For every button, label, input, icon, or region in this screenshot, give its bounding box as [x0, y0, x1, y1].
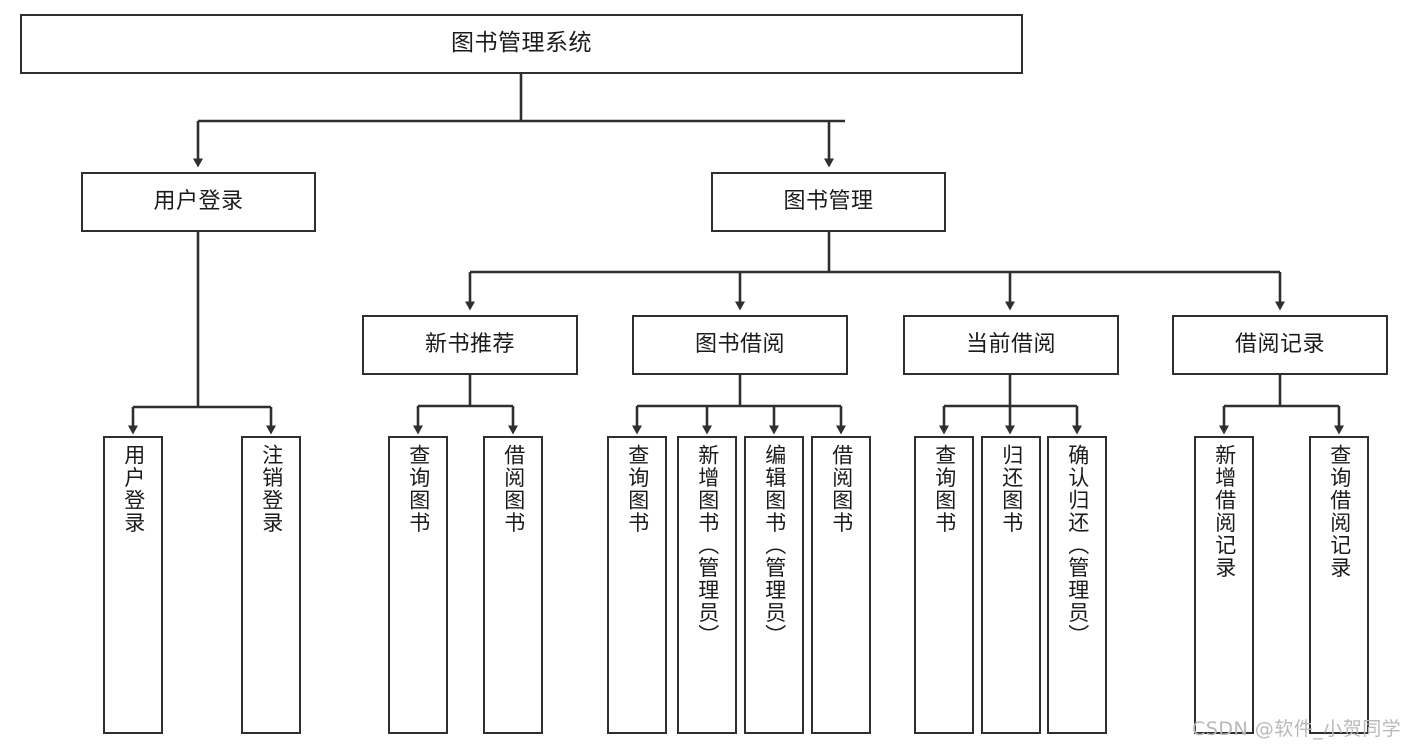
node-book-borrow[interactable]: 图书借阅 [632, 315, 848, 375]
node-label: 归还图书 [999, 444, 1024, 534]
node-book-manage[interactable]: 图书管理 [711, 172, 946, 232]
node-leaf-return-book[interactable]: 归还图书 [981, 436, 1041, 734]
node-label: 注销登录 [259, 444, 284, 534]
edge-userlogin-to-leaves [128, 232, 276, 435]
node-label: 图书借阅 [694, 332, 785, 358]
node-label: 新书推荐 [424, 332, 515, 358]
node-leaf-logout-login[interactable]: 注销登录 [241, 436, 301, 734]
node-leaf-query-book-1[interactable]: 查询图书 [388, 436, 448, 734]
node-label: 图书管理系统 [451, 30, 592, 57]
edge-currentborrow-to-leaves [939, 375, 1082, 435]
node-label: 图书管理 [783, 189, 874, 215]
node-label: 借阅记录 [1234, 332, 1325, 358]
node-borrow-record[interactable]: 借阅记录 [1172, 315, 1388, 375]
node-current-borrow[interactable]: 当前借阅 [903, 315, 1119, 375]
node-leaf-confirm-return[interactable]: 确认归还（管理员） [1047, 436, 1107, 734]
node-label: 借阅图书 [829, 444, 854, 534]
node-root-book-management-system[interactable]: 图书管理系统 [20, 14, 1023, 74]
node-label: 用户登录 [153, 189, 244, 215]
node-label: 查询图书 [406, 444, 431, 534]
node-leaf-borrow-book-2[interactable]: 借阅图书 [811, 436, 871, 734]
node-new-book-recommend[interactable]: 新书推荐 [362, 315, 578, 375]
edge-newbook-to-leaves [413, 375, 518, 435]
node-label: 用户登录 [121, 444, 146, 534]
csdn-watermark: CSDN @软件_小贺同学 [1192, 718, 1402, 740]
node-leaf-query-book-2[interactable]: 查询图书 [607, 436, 667, 734]
node-label: 查询图书 [625, 444, 650, 534]
node-leaf-query-book-3[interactable]: 查询图书 [914, 436, 974, 734]
edge-borrowrecord-to-leaves [1219, 375, 1344, 435]
node-leaf-add-book[interactable]: 新增图书（管理员） [677, 436, 737, 734]
node-label: 当前借阅 [965, 332, 1056, 358]
node-label: 借阅图书 [501, 444, 526, 534]
edge-root-to-level2 [193, 74, 845, 168]
node-leaf-add-record[interactable]: 新增借阅记录 [1194, 436, 1254, 734]
edge-bookborrow-to-leaves [632, 375, 846, 435]
node-label: 确认归还（管理员） [1065, 444, 1090, 647]
node-label: 查询借阅记录 [1327, 444, 1352, 579]
node-label: 查询图书 [932, 444, 957, 534]
node-leaf-edit-book[interactable]: 编辑图书（管理员） [744, 436, 804, 734]
node-label: 新增图书（管理员） [695, 444, 720, 647]
node-label: 新增借阅记录 [1212, 444, 1237, 579]
node-label: 编辑图书（管理员） [762, 444, 787, 647]
node-leaf-borrow-book-1[interactable]: 借阅图书 [483, 436, 543, 734]
edge-bookmanage-to-level3 [465, 232, 1285, 311]
node-leaf-query-record[interactable]: 查询借阅记录 [1309, 436, 1369, 734]
node-user-login[interactable]: 用户登录 [81, 172, 316, 232]
node-leaf-user-login[interactable]: 用户登录 [103, 436, 163, 734]
